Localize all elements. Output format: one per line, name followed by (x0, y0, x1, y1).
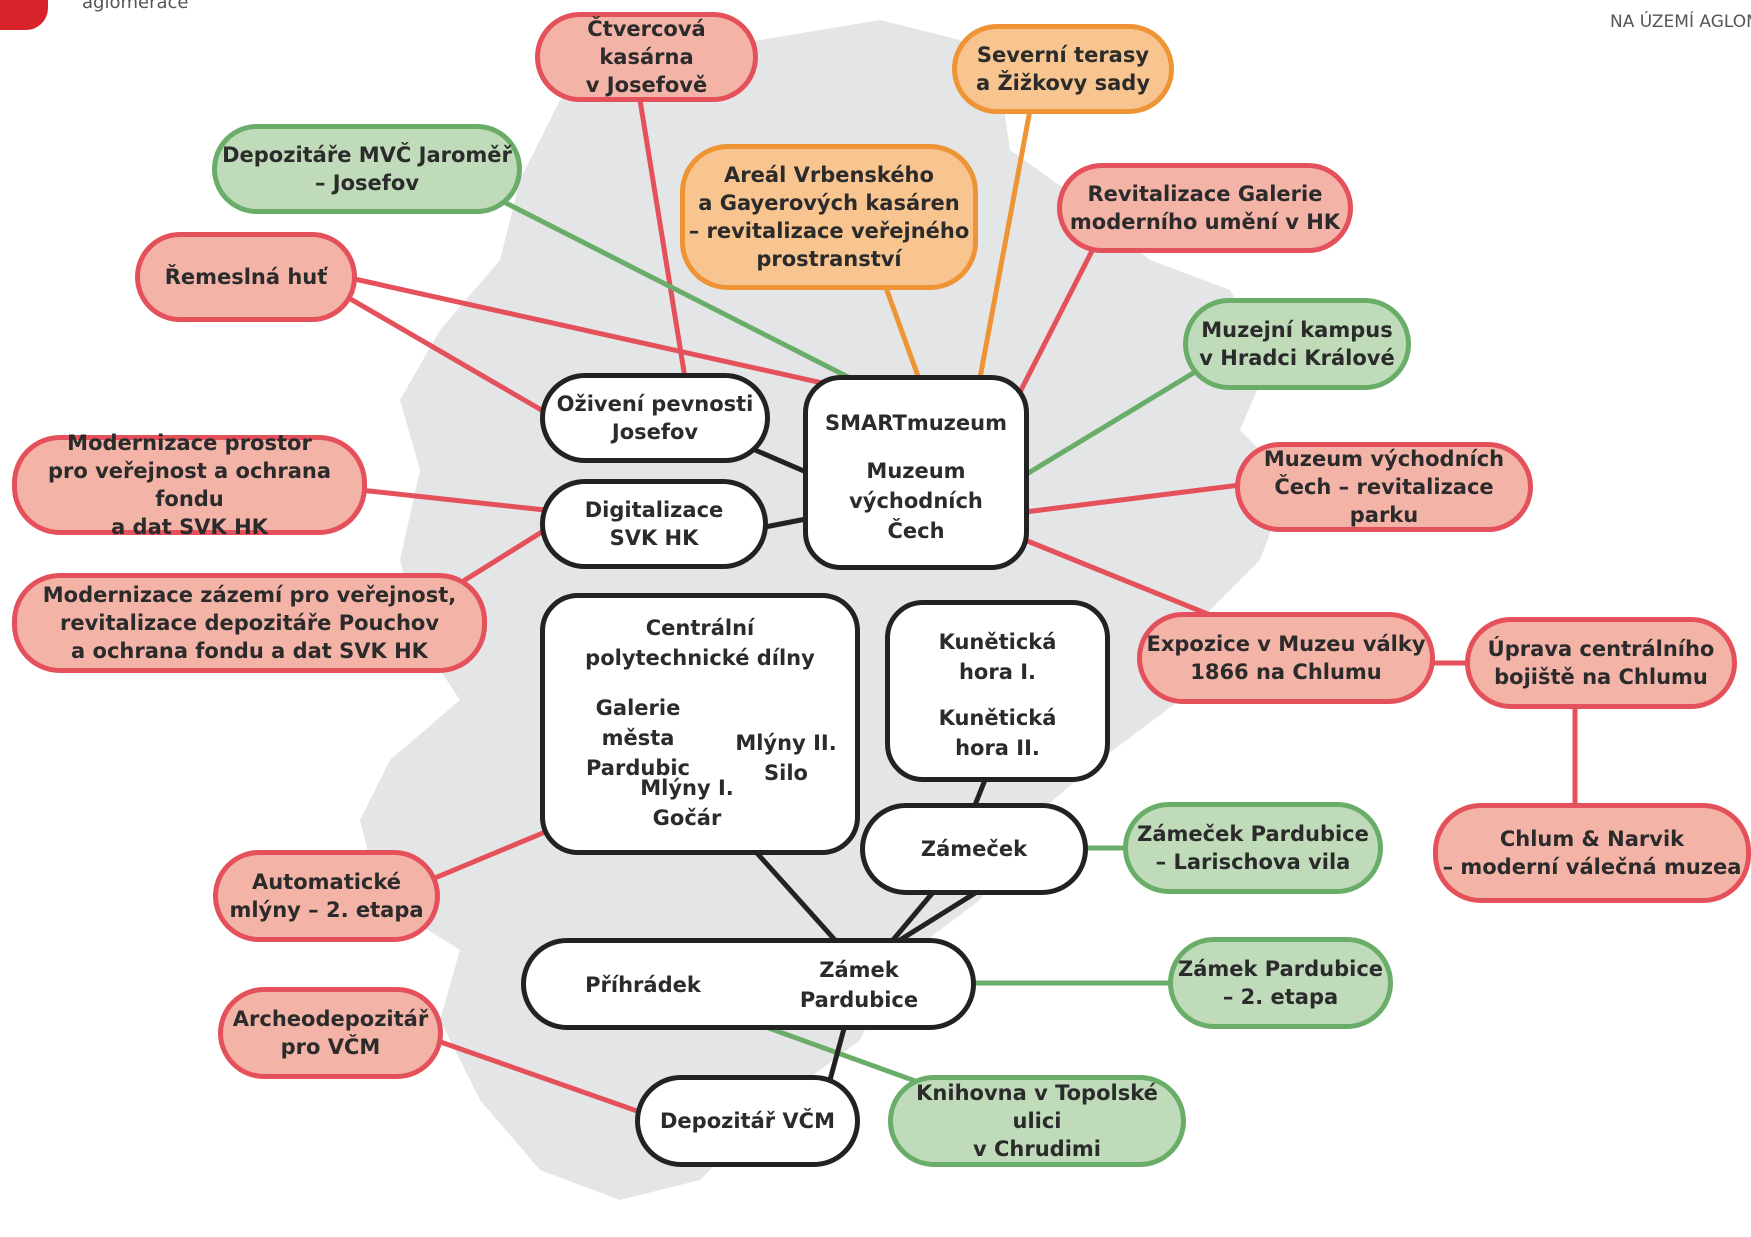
line-mvc-smart (497, 197, 853, 381)
line-zamecek-zamek-a (890, 887, 938, 943)
hub-polytech-title: Centrální polytechnické dílny (585, 616, 815, 670)
hub-oziveni-josefov: Oživení pevnosti Josefov (540, 373, 770, 463)
project-automaticke-mlyny: Automatické mlýny – 2. etapa (213, 850, 440, 942)
project-muzeum-park: Muzeum východních Čech – revitalizace pa… (1235, 442, 1533, 532)
hub-prihradek: Příhrádek (585, 973, 701, 997)
line-expozice-smart (1022, 537, 1213, 618)
line-polytech-zamek (753, 849, 838, 943)
line-kuneticka-zamecek (972, 777, 988, 808)
hub-smartmuzeum: SMARTmuzeum Muzeum východních Čech (803, 375, 1029, 570)
line-vrbenskeho-smart (882, 282, 921, 379)
hub-mlyny-ii: Mlýny II. Silo (735, 731, 837, 785)
project-uprava-bojiste: Úprava centrálního bojiště na Chlumu (1465, 617, 1737, 709)
project-galerie-umeni: Revitalizace Galerie moderního umění v H… (1057, 163, 1353, 253)
hub-zamecek: Zámeček (860, 803, 1088, 895)
line-galerie-smart (1015, 242, 1098, 399)
line-kampus-smart (1022, 369, 1198, 478)
project-archeodepozitar: Archeodepozitář pro VČM (218, 987, 443, 1079)
line-remeslna-oziveni (332, 287, 553, 418)
line-zamek-depozitar (827, 1022, 848, 1083)
hub-zamek-pardubice: Příhrádek Zámek Pardubice (521, 938, 976, 1030)
hub-kuneticka-i: Kunětická hora I. (938, 630, 1057, 684)
project-modernizace-prostor: Modernizace prostor pro veřejnost a ochr… (12, 431, 367, 539)
hub-digitalizace: Digitalizace SVK HK (540, 479, 768, 569)
project-pouchov: Modernizace zázemí pro veřejnost, revita… (12, 573, 487, 673)
project-remeslna-hut: Řemeslná huť (135, 232, 357, 322)
hub-smartmuzeum-title: SMARTmuzeum (825, 411, 1007, 435)
hub-zamek: Zámek Pardubice (799, 958, 919, 1012)
line-park-smart (1022, 482, 1243, 515)
hub-polytechnicke-dilny: Centrální polytechnické dílny Galerie mě… (540, 593, 860, 855)
hub-depozitar-vcm: Depozitář VČM (635, 1075, 860, 1167)
project-depozitare-mvc: Depozitáře MVČ Jaroměř – Josefov (212, 124, 522, 214)
hub-smartmuzeum-museum: Muzeum východních Čech (849, 459, 983, 543)
hub-kuneticka-hora: Kunětická hora I. Kunětická hora II. (885, 600, 1110, 782)
line-archeo-depozitar (432, 1037, 643, 1115)
project-expozice-chlum: Expozice v Muzeu války 1866 na Chlumu (1137, 612, 1435, 704)
line-pouchov-digi (462, 527, 548, 583)
line-modernizace-digi (357, 487, 548, 513)
project-zamek-etapa: Zámek Pardubice – 2. etapa (1168, 937, 1393, 1029)
project-ctvercova-kasarna: Čtvercová kasárna v Josefově (535, 12, 758, 102)
hub-kuneticka-ii: Kunětická hora II. (938, 706, 1057, 760)
line-zamecek-zamek-b (897, 887, 983, 943)
project-knihovna-chrudim: Knihovna v Topolské ulici v Chrudimi (888, 1075, 1186, 1167)
project-zamecek-pardubice: Zámeček Pardubice – Larischova vila (1123, 802, 1383, 894)
line-remeslna-smart (347, 275, 848, 391)
hub-galerie-mesta: Galerie města Pardubic (585, 696, 690, 780)
line-automaticke-polytech (427, 827, 553, 883)
project-chlum-narvik: Chlum & Narvik – moderní válečná muzea (1433, 803, 1751, 903)
project-muzejni-kampus: Muzejní kampus v Hradci Králové (1183, 298, 1411, 390)
hub-mlyny-i: Mlýny I. Gočár (640, 776, 734, 830)
logo-caption: aglomerace (82, 0, 189, 13)
line-ctvercova-oziveni (637, 97, 688, 381)
project-severni-terasy: Severní terasy a Žižkovy sady (952, 24, 1174, 114)
line-severni-smart (977, 107, 1033, 381)
header-corner-text: NA ÚZEMÍ AGLOMERACE (1610, 12, 1751, 32)
project-areal-vrbenskeho: Areál Vrbenského a Gayerových kasáren – … (680, 144, 978, 290)
